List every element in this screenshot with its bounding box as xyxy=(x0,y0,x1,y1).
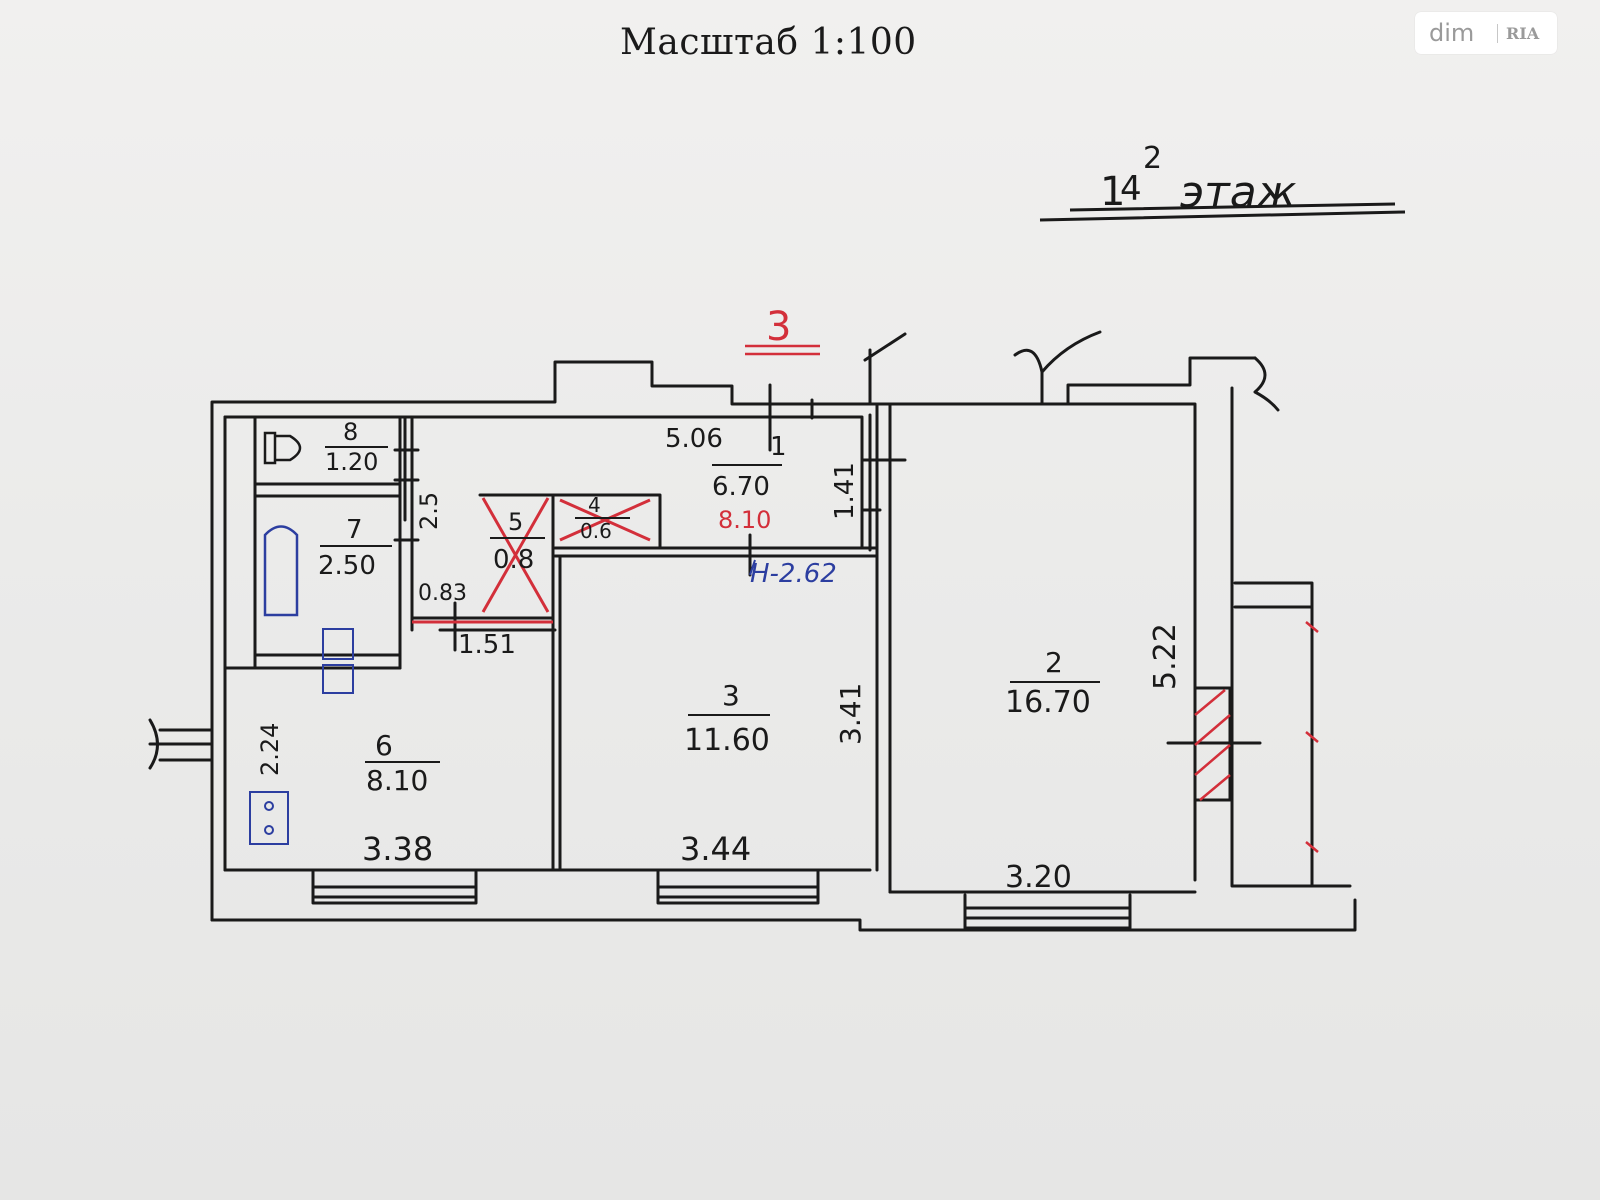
floor-level: 1 xyxy=(1100,169,1125,215)
balcony-wall xyxy=(1233,581,1314,888)
corridor-length: 5.06 xyxy=(665,424,723,454)
room3-width: 3.44 xyxy=(680,830,751,868)
room2-length: 5.22 xyxy=(1148,623,1183,690)
bath-width: 1.51 xyxy=(458,630,516,660)
closet5-walls xyxy=(478,493,555,620)
closet-width: 0.83 xyxy=(418,581,467,606)
kitchen-width: 3.38 xyxy=(362,830,433,868)
room4-area: 0.6 xyxy=(580,519,612,543)
corridor-bottom-wall xyxy=(553,546,879,558)
break-mark-right xyxy=(1253,356,1280,412)
kitchen-exterior-stub xyxy=(158,728,214,762)
dimension-151 xyxy=(438,601,557,652)
doorway-corridor xyxy=(768,383,814,452)
window-room3 xyxy=(656,870,820,905)
closet4-walls xyxy=(551,493,662,550)
fixtures-blue xyxy=(249,559,756,845)
toilet-tank-icon xyxy=(263,431,277,465)
ceiling-height: H-2.62 xyxy=(750,559,837,589)
bath-fixtures xyxy=(263,525,299,617)
floor-total: 2 xyxy=(1143,141,1162,176)
room1-area-corrected: 8.10 xyxy=(718,506,771,534)
room7-area: 2.50 xyxy=(318,551,376,581)
dimension-bath xyxy=(393,416,420,542)
bathroom-walls xyxy=(253,415,414,670)
room8-area: 1.20 xyxy=(325,448,378,476)
room8-number: 8 xyxy=(343,418,358,446)
window-room2 xyxy=(963,893,1132,930)
room2-width: 3.20 xyxy=(1005,860,1072,895)
window-kitchen xyxy=(311,870,478,905)
outer-wall-right xyxy=(1230,386,1352,888)
room4-number: 4 xyxy=(588,493,601,517)
chimney-hatch xyxy=(1194,689,1231,801)
bath-length: 2.5 xyxy=(415,492,443,530)
wc-bath-divider xyxy=(253,482,402,498)
scale-title: Масштаб 1:100 xyxy=(620,22,917,63)
height-mark-line xyxy=(749,559,756,576)
door-swing-right xyxy=(1013,330,1102,406)
entry-wall xyxy=(860,348,872,550)
logo-dim-text: dim xyxy=(1429,19,1475,47)
dimension-corridor-width xyxy=(860,413,907,552)
room6-area: 8.10 xyxy=(366,764,428,797)
room6-number: 6 xyxy=(375,729,393,762)
floor-underline xyxy=(1039,202,1406,222)
apartment-number: 3 xyxy=(766,304,791,350)
apartment-underline xyxy=(745,344,820,356)
room3-area: 11.60 xyxy=(684,723,770,758)
sink-icon xyxy=(322,628,354,660)
room1-number: 1 xyxy=(770,432,787,462)
stove-icon xyxy=(249,791,289,845)
room5-number: 5 xyxy=(508,508,523,536)
room2-wall-top-right xyxy=(858,402,1197,882)
outer-wall-top-left xyxy=(210,360,1032,922)
dimria-logo: dim RIA xyxy=(1415,12,1557,54)
corridor-width: 1.41 xyxy=(830,462,860,520)
room3-number: 3 xyxy=(722,679,740,712)
break-mark-left xyxy=(148,718,214,770)
room3-length: 3.41 xyxy=(834,683,867,745)
sink-base-icon xyxy=(322,664,354,694)
entry-door-swing xyxy=(863,332,907,362)
toilet-fixtures xyxy=(263,431,302,465)
demolished-marks xyxy=(412,497,651,624)
chimney-block xyxy=(1193,686,1232,802)
toilet-bowl-icon xyxy=(275,434,302,462)
room2-number: 2 xyxy=(1045,646,1063,679)
room7-number: 7 xyxy=(346,515,363,545)
outer-wall-bottom xyxy=(210,898,1357,932)
bathtub-icon xyxy=(263,525,299,617)
outer-wall-top-right xyxy=(1066,356,1257,406)
logo-ria-text: RIA xyxy=(1497,23,1539,43)
room5-area: 0.8 xyxy=(493,545,534,575)
floor-number: 4 xyxy=(1120,169,1142,209)
balcony-ties xyxy=(1305,621,1319,853)
room2-area: 16.70 xyxy=(1005,685,1091,720)
kitchen-length: 2.24 xyxy=(256,723,284,776)
room1-area: 6.70 xyxy=(712,472,770,502)
floor-word: этаж xyxy=(1180,167,1297,218)
